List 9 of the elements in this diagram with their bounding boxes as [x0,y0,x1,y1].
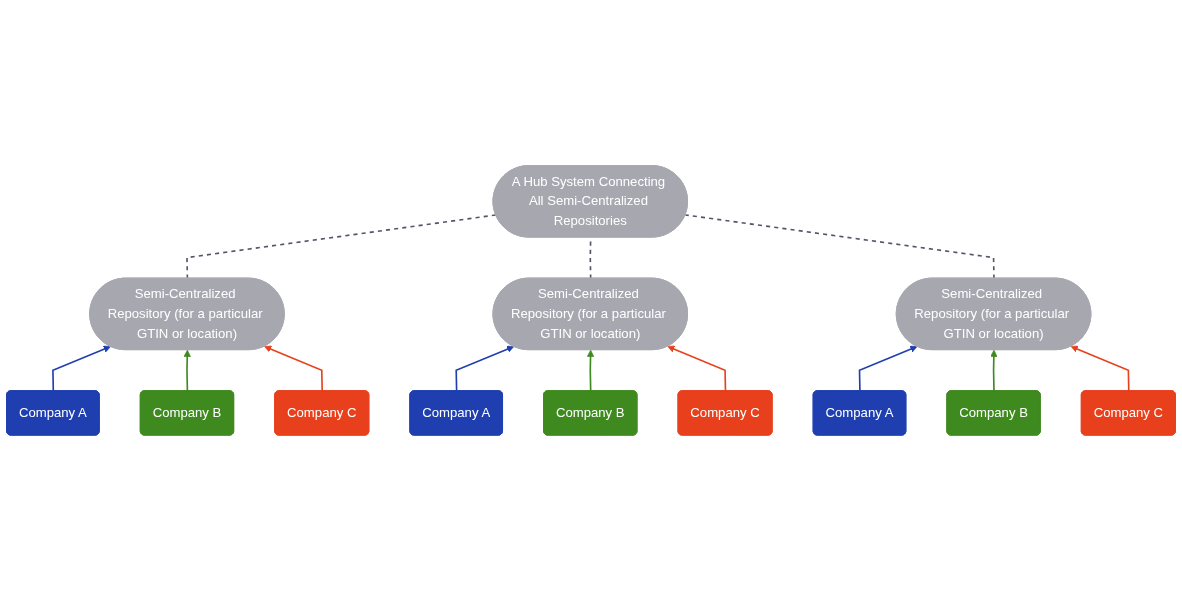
arrow [858,345,918,392]
arrow [586,349,595,392]
arrow [52,345,111,392]
arrow [990,349,998,392]
arrow [455,345,515,392]
arrow [264,345,323,392]
arrow [183,349,191,392]
arrow [667,345,727,392]
arrow [1070,345,1130,392]
